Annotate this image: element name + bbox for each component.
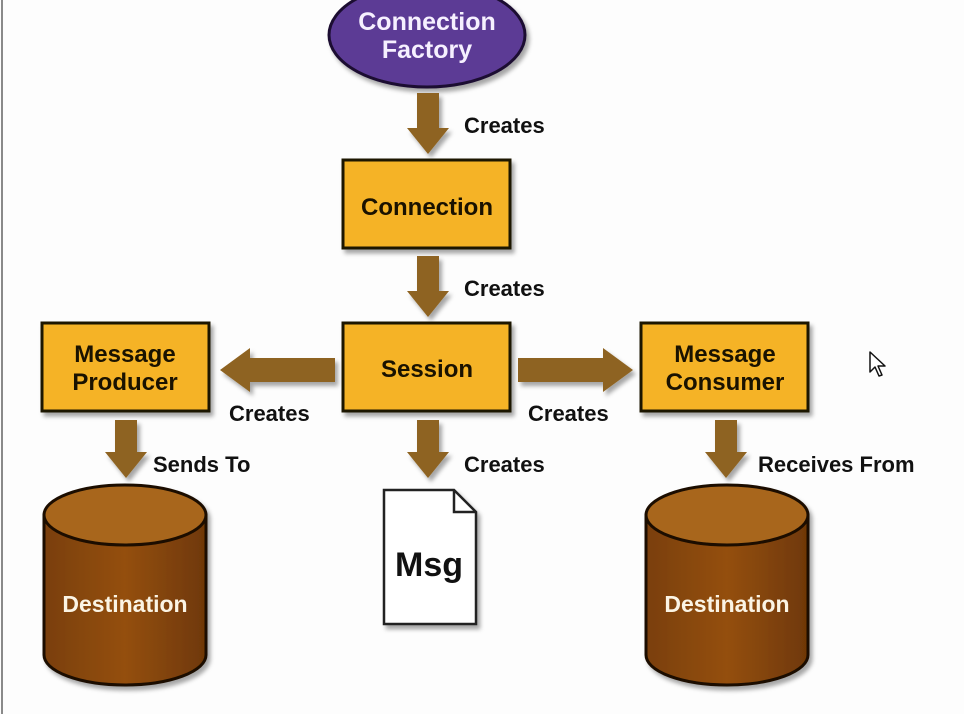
destination-right-label: Destination — [664, 591, 789, 617]
destination-right-node — [644, 483, 810, 687]
edge-label-session-producer: Creates — [229, 401, 310, 426]
arrow-down-icon — [105, 420, 147, 478]
arrow-down-icon — [705, 420, 747, 478]
connection-label: Connection — [361, 194, 493, 221]
message-producer-label-line2: Producer — [72, 369, 177, 396]
edge-label-producer-destination: Sends To — [153, 452, 250, 477]
arrow-down-icon — [407, 93, 449, 154]
edge-label-session-message: Creates — [464, 452, 545, 477]
document-corner-fold — [452, 490, 476, 514]
window-edge-line — [1, 0, 3, 714]
session-label: Session — [381, 356, 473, 383]
connection-factory-label-line1: Connection — [358, 8, 496, 36]
message-consumer-label-line2: Consumer — [666, 369, 785, 396]
destination-left-body — [42, 513, 208, 687]
edge-label-connection-session: Creates — [464, 276, 545, 301]
message-consumer-node — [639, 321, 810, 413]
mouse-cursor-icon — [869, 351, 886, 377]
destination-left-node — [42, 483, 208, 687]
destination-left-top — [42, 483, 208, 547]
message-label: Msg — [395, 546, 463, 584]
message-producer-node — [40, 321, 211, 413]
arrow-right-icon — [518, 348, 633, 392]
arrow-down-icon — [407, 256, 449, 317]
connection-factory-node — [327, 0, 527, 89]
connection-factory-label-line2: Factory — [382, 36, 472, 64]
destination-left-label: Destination — [62, 591, 187, 617]
document-icon — [382, 488, 478, 626]
destination-right-top — [644, 483, 810, 547]
arrow-down-icon — [407, 420, 449, 478]
edge-label-factory-connection: Creates — [464, 113, 545, 138]
edge-label-consumer-destination: Receives From — [758, 452, 915, 477]
connection-factory-shape — [327, 0, 527, 89]
message-producer-label-line1: Message — [74, 341, 175, 368]
message-node — [382, 488, 478, 626]
message-consumer-label-line1: Message — [674, 341, 775, 368]
arrow-left-icon — [220, 348, 335, 392]
session-node — [341, 321, 512, 413]
connection-node — [341, 158, 512, 250]
destination-right-body — [644, 513, 810, 687]
edge-label-session-consumer: Creates — [528, 401, 609, 426]
